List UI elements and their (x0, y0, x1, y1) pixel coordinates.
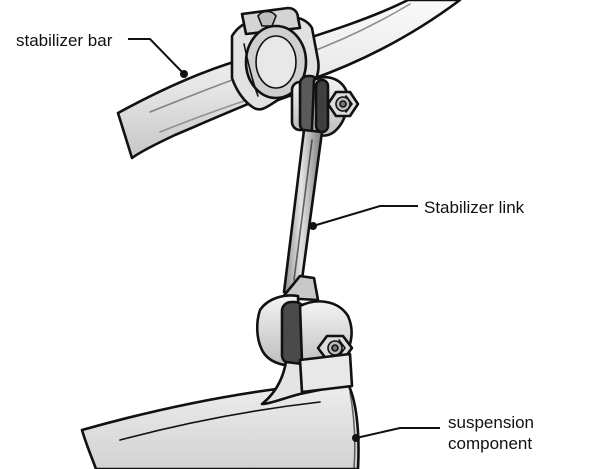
label-suspension-line1: suspension (448, 413, 534, 432)
label-suspension-line2: component (448, 434, 532, 453)
leader-stabilizer-link (309, 205, 418, 230)
leader-stabilizer-bar (128, 38, 188, 78)
label-stabilizer-link: Stabilizer link (424, 198, 525, 217)
link-rod (280, 128, 324, 302)
label-stabilizer-bar: stabilizer bar (16, 31, 113, 50)
upper-link-joint (290, 74, 360, 137)
suspension-component (80, 352, 360, 469)
leader-suspension-component (352, 427, 440, 442)
